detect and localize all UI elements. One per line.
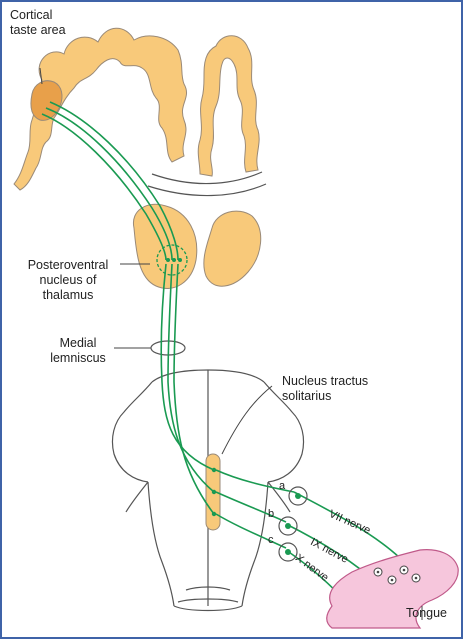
nerve-a-label: a bbox=[279, 480, 286, 492]
ganglion-b-cell bbox=[285, 523, 291, 529]
ganglion-a-cell bbox=[295, 493, 301, 499]
thalamus-left bbox=[132, 203, 198, 289]
callosal-arc-1 bbox=[151, 171, 263, 185]
tongue-label: Tongue bbox=[406, 606, 448, 620]
tongue-shape bbox=[326, 549, 459, 629]
left-cortex bbox=[13, 27, 188, 191]
medial-lemniscus-label: Medial lemniscus bbox=[50, 336, 106, 365]
taste-fibres bbox=[41, 101, 401, 605]
ganglia bbox=[278, 486, 308, 562]
leader-lines bbox=[39, 67, 423, 620]
posteroventral-nucleus bbox=[156, 244, 188, 276]
nerve-b-label: b bbox=[268, 508, 275, 520]
cortical-taste-area bbox=[30, 80, 63, 121]
ganglion-c-cell bbox=[285, 549, 291, 555]
right-cortex bbox=[197, 35, 260, 177]
synapse-markers bbox=[166, 258, 217, 517]
thalamus-label: Posteroventral nucleus of thalamus bbox=[27, 258, 109, 302]
nerve-c-label: c bbox=[268, 534, 274, 546]
cortical-taste-area-label: Cortical taste area bbox=[10, 8, 66, 37]
nucleus-tractus-solitarius-label: Nucleus tractus solitarius bbox=[282, 374, 369, 403]
thalamus-right bbox=[203, 210, 262, 287]
callosal-arc-2 bbox=[147, 183, 267, 197]
